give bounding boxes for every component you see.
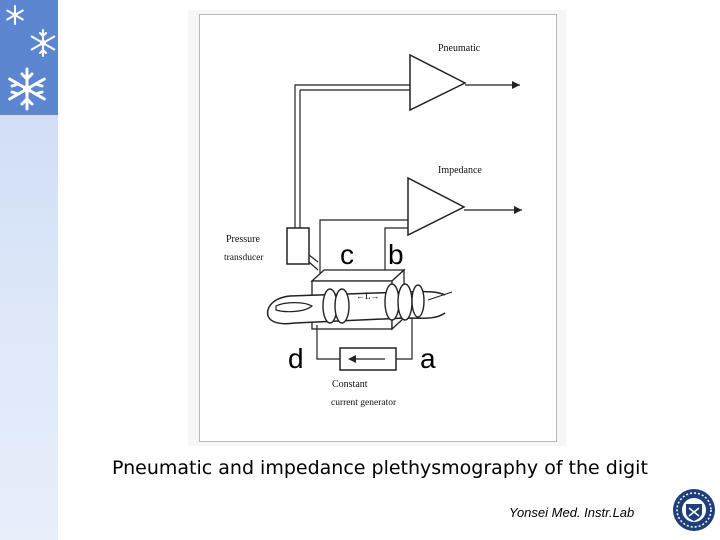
- impedance-label: Impedance: [438, 165, 482, 176]
- pneumatic-output-arrow: [512, 81, 520, 89]
- cuff-top: [310, 269, 406, 282]
- current-generator-label: current generator: [331, 398, 397, 408]
- impedance-wire-b: [384, 227, 408, 272]
- current-wire-d: [316, 325, 340, 360]
- hatching: [427, 291, 453, 301]
- pneumatic-label: Pneumatic: [438, 43, 481, 54]
- electrode-band: [334, 288, 350, 324]
- letter-b: b: [388, 239, 404, 270]
- transducer-label: transducer: [224, 253, 264, 263]
- footer-lab-name: Yonsei Med. Instr.Lab: [509, 505, 635, 520]
- pressure-label: Pressure: [226, 234, 260, 245]
- impedance-wire-c: [319, 219, 408, 275]
- fingernail: [275, 302, 314, 313]
- electrode-band: [397, 283, 413, 321]
- impedance-amplifier: [407, 176, 466, 237]
- letter-a: a: [420, 343, 436, 374]
- pneumatic-wire: [294, 84, 410, 228]
- university-seal-icon: [673, 489, 715, 531]
- snowflake-icon: [30, 29, 56, 57]
- letter-d: d: [288, 343, 304, 374]
- impedance-output-arrow: [514, 206, 522, 214]
- pneumatic-amplifier: [409, 53, 467, 112]
- generator-arrow-head: [348, 355, 356, 363]
- electrode-band: [384, 283, 400, 321]
- constant-label: Constant: [332, 379, 368, 390]
- snowflake-icon: [8, 67, 46, 111]
- figure-caption: Pneumatic and impedance plethysmography …: [112, 457, 648, 479]
- transducer-tube: [308, 261, 319, 271]
- transducer-tube: [308, 254, 319, 263]
- letter-c: c: [340, 239, 354, 270]
- snowflake-icon: [6, 5, 24, 25]
- current-wire-a: [396, 318, 413, 360]
- pressure-transducer: [286, 227, 310, 265]
- electrode-band: [411, 284, 425, 318]
- length-label: ←L→: [356, 291, 380, 301]
- snowflake-panel: [0, 0, 58, 115]
